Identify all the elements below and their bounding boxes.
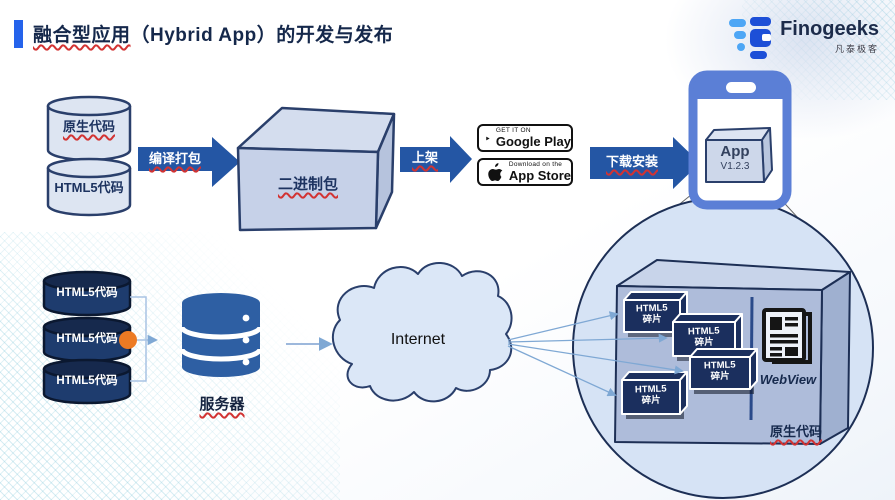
download-arrow bbox=[590, 137, 700, 189]
html5-source-label-1: HTML5代码 bbox=[56, 287, 118, 299]
google-play-badge[interactable]: GET IT ON Google Play bbox=[477, 124, 573, 152]
html5-code-label: HTML5代码 bbox=[54, 180, 124, 195]
app-store-name: App Store bbox=[508, 168, 571, 184]
download-arrow-label: 下载安装 bbox=[605, 154, 658, 169]
html5-fragment-boxes bbox=[621, 291, 758, 419]
compile-arrow-label: 编译打包 bbox=[148, 151, 201, 166]
html5-code-cylinder bbox=[46, 157, 132, 217]
server-label: 服务器 bbox=[199, 396, 245, 413]
database-icon bbox=[179, 293, 263, 377]
internet-label: Internet bbox=[390, 331, 446, 348]
installed-app-cube bbox=[705, 127, 773, 183]
webview-label: WebView bbox=[759, 372, 817, 387]
cloud-to-fragment-lines bbox=[507, 311, 684, 397]
play-triangle-icon bbox=[486, 136, 490, 140]
fragment-box-1 bbox=[623, 291, 688, 337]
compile-arrow bbox=[138, 137, 240, 187]
app-version-label: V1.2.3 bbox=[720, 161, 750, 172]
publish-arrow-label: 上架 bbox=[411, 150, 438, 165]
binary-package-label: 二进制包 bbox=[277, 176, 338, 193]
newspaper-icon bbox=[762, 308, 812, 364]
page-title: 融合型应用（Hybrid App）的开发与发布 bbox=[33, 20, 393, 47]
app-store-tagline: Download on the bbox=[508, 160, 563, 168]
google-play-tagline: GET IT ON bbox=[495, 126, 531, 134]
internet-cloud bbox=[331, 262, 513, 403]
html5-source-cylinders bbox=[42, 270, 132, 405]
native-code-inner-label: 原生代码 bbox=[769, 424, 822, 439]
fragment-box-4 bbox=[621, 371, 688, 419]
google-play-name: Google Play bbox=[495, 134, 571, 150]
html5-source-label-3: HTML5代码 bbox=[56, 375, 118, 387]
html5-source-label-2: HTML5代码 bbox=[56, 333, 118, 345]
finogeeks-logo: Finogeeks 凡泰极客 bbox=[727, 14, 879, 60]
app-name-label: App bbox=[720, 143, 750, 160]
title-accent-bar bbox=[14, 20, 23, 48]
fragment-box-3 bbox=[689, 348, 758, 394]
finogeeks-logo-icon bbox=[727, 14, 773, 60]
apple-icon bbox=[488, 163, 503, 182]
publish-arrow bbox=[400, 136, 472, 183]
binary-package-cube bbox=[236, 106, 396, 232]
title-rest: （Hybrid App）的开发与发布 bbox=[130, 25, 394, 46]
logo-brand: Finogeeks bbox=[780, 18, 879, 40]
orange-dot bbox=[119, 331, 137, 349]
source-bracket bbox=[130, 296, 147, 382]
native-code-label: 原生代码 bbox=[62, 119, 115, 134]
logo-subbrand: 凡泰极客 bbox=[834, 44, 879, 54]
title-highlight: 融合型应用 bbox=[33, 25, 131, 46]
app-store-badge[interactable]: Download on the App Store bbox=[477, 158, 573, 186]
